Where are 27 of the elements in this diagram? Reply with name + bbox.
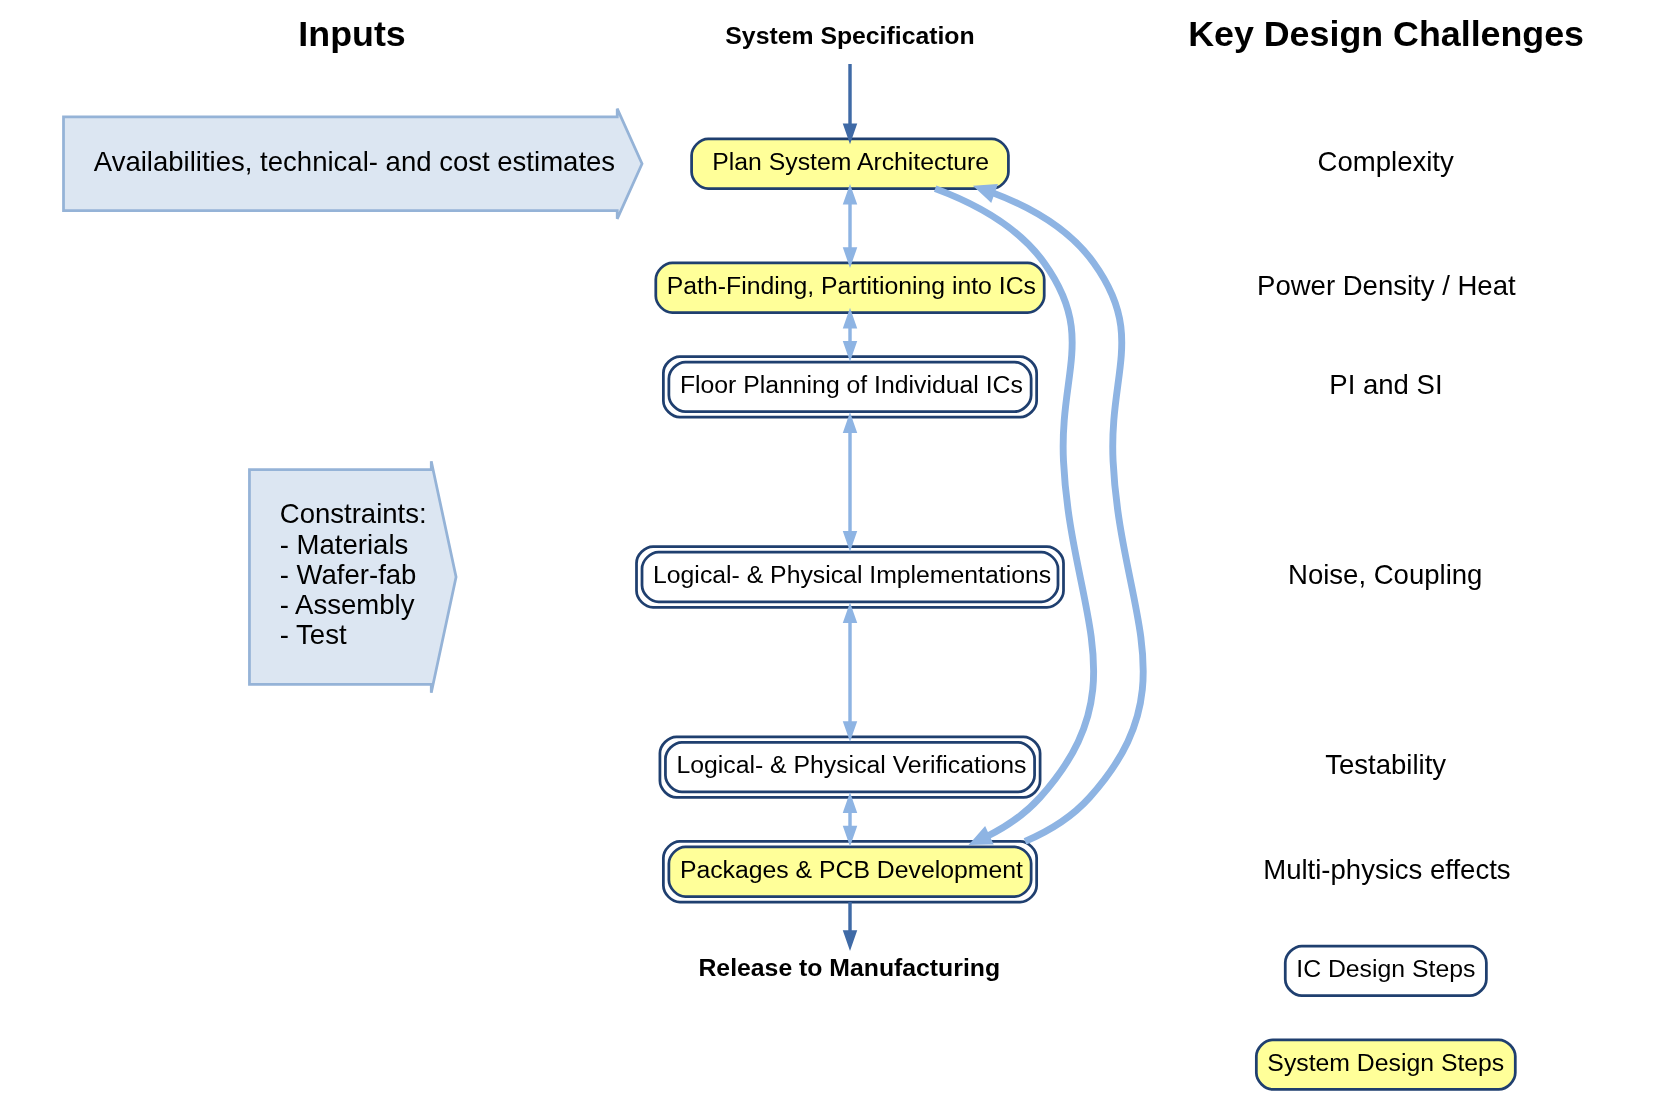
label: Key Design Challenges <box>1188 14 1585 55</box>
label: Power Density / Heat <box>1257 269 1516 301</box>
arrow <box>842 902 858 952</box>
node-box: Path-Finding, Partitioning into ICs <box>654 261 1046 314</box>
label: PI and SI <box>1329 368 1443 400</box>
arrow <box>842 64 858 145</box>
label: Noise, Coupling <box>1288 558 1483 590</box>
arrow <box>842 183 858 269</box>
node-box: Floor Planning of Individual ICs <box>662 355 1038 419</box>
node-box: Packages & PCB Development <box>662 840 1038 904</box>
legend-label: IC Design Steps <box>1296 954 1476 982</box>
arrow <box>842 792 858 847</box>
arrow <box>933 185 1097 846</box>
node-text: Release to Manufacturing <box>698 953 1001 981</box>
arrow <box>842 307 858 362</box>
node-box: Logical- & Physical Implementations <box>635 545 1065 609</box>
arrow <box>842 412 858 552</box>
label: Testability <box>1325 748 1447 780</box>
node-text: System Specification <box>725 21 975 49</box>
arrow <box>972 183 1147 845</box>
node-box: Logical- & Physical Verifications <box>658 735 1042 799</box>
node-box: Plan System Architecture <box>690 137 1010 190</box>
arrow <box>842 602 858 742</box>
label: Multi-physics effects <box>1263 853 1511 885</box>
legend-label: System Design Steps <box>1267 1048 1505 1076</box>
label: Inputs <box>298 14 406 55</box>
label: Complexity <box>1317 145 1454 177</box>
